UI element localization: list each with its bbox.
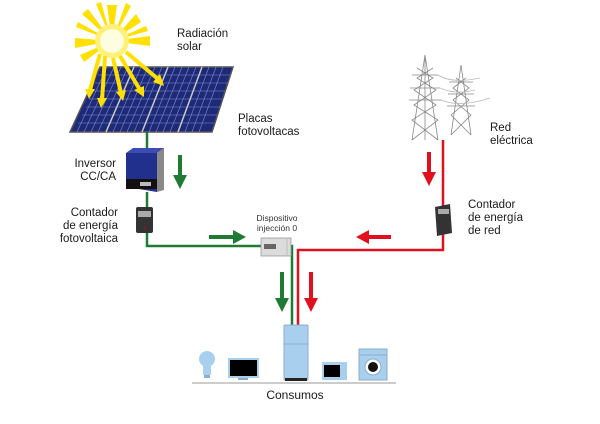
label-pv-meter: Contador de energía fotovoltaica <box>50 207 118 246</box>
green-arrow-right <box>209 230 246 244</box>
light-bulb-icon <box>199 351 215 378</box>
label-line: Inversor <box>74 158 116 170</box>
microwave-icon <box>322 362 347 380</box>
label-loads: Consumos <box>266 388 324 402</box>
label-inverter: Inversor CC/CA <box>60 158 116 184</box>
label-line: eléctrica <box>490 135 533 147</box>
inverter-icon <box>126 148 164 192</box>
tv-icon <box>228 358 259 380</box>
washing-machine-icon <box>358 348 388 381</box>
sun-icon <box>75 2 164 108</box>
label-grid-meter: Contador de energía de red <box>468 199 523 238</box>
red-arrow-down-loads <box>304 272 318 312</box>
label-line: injección 0 <box>256 223 298 233</box>
green-arrow-down-loads <box>275 272 289 312</box>
red-arrow-down-grid <box>422 152 436 186</box>
label-line: Contador <box>70 207 118 219</box>
label-line: Radiación <box>177 28 229 40</box>
label-line: fotovoltacas <box>238 126 300 138</box>
label-grid: Red eléctrica <box>490 122 533 148</box>
appliances <box>192 324 396 384</box>
label-zero-injection: Dispositivo injección 0 <box>248 213 306 233</box>
label-line: Placas <box>238 113 273 125</box>
label-pv-panels: Placas fotovoltacas <box>238 113 299 139</box>
label-line: Red <box>490 122 512 134</box>
grid-flow-line <box>296 140 445 325</box>
label-line: Dispositivo <box>256 213 298 223</box>
label-line: de energía <box>63 220 118 232</box>
label-solar-radiation: Radiación solar <box>177 28 237 54</box>
label-line: de red <box>468 225 501 237</box>
label-line: CC/CA <box>80 171 116 183</box>
red-arrow-left <box>356 230 391 244</box>
zero-injection-device-icon <box>260 237 292 257</box>
label-line: de energía <box>468 212 523 224</box>
fridge-icon <box>283 324 309 381</box>
power-pylons-icon <box>409 54 491 141</box>
green-arrow-down-inverter <box>173 155 187 189</box>
label-line: fotovoltaica <box>59 233 118 245</box>
grid-meter-icon <box>435 204 452 236</box>
pv-meter-icon <box>136 207 153 233</box>
label-line: Contador <box>468 199 516 211</box>
label-line: solar <box>177 41 202 53</box>
